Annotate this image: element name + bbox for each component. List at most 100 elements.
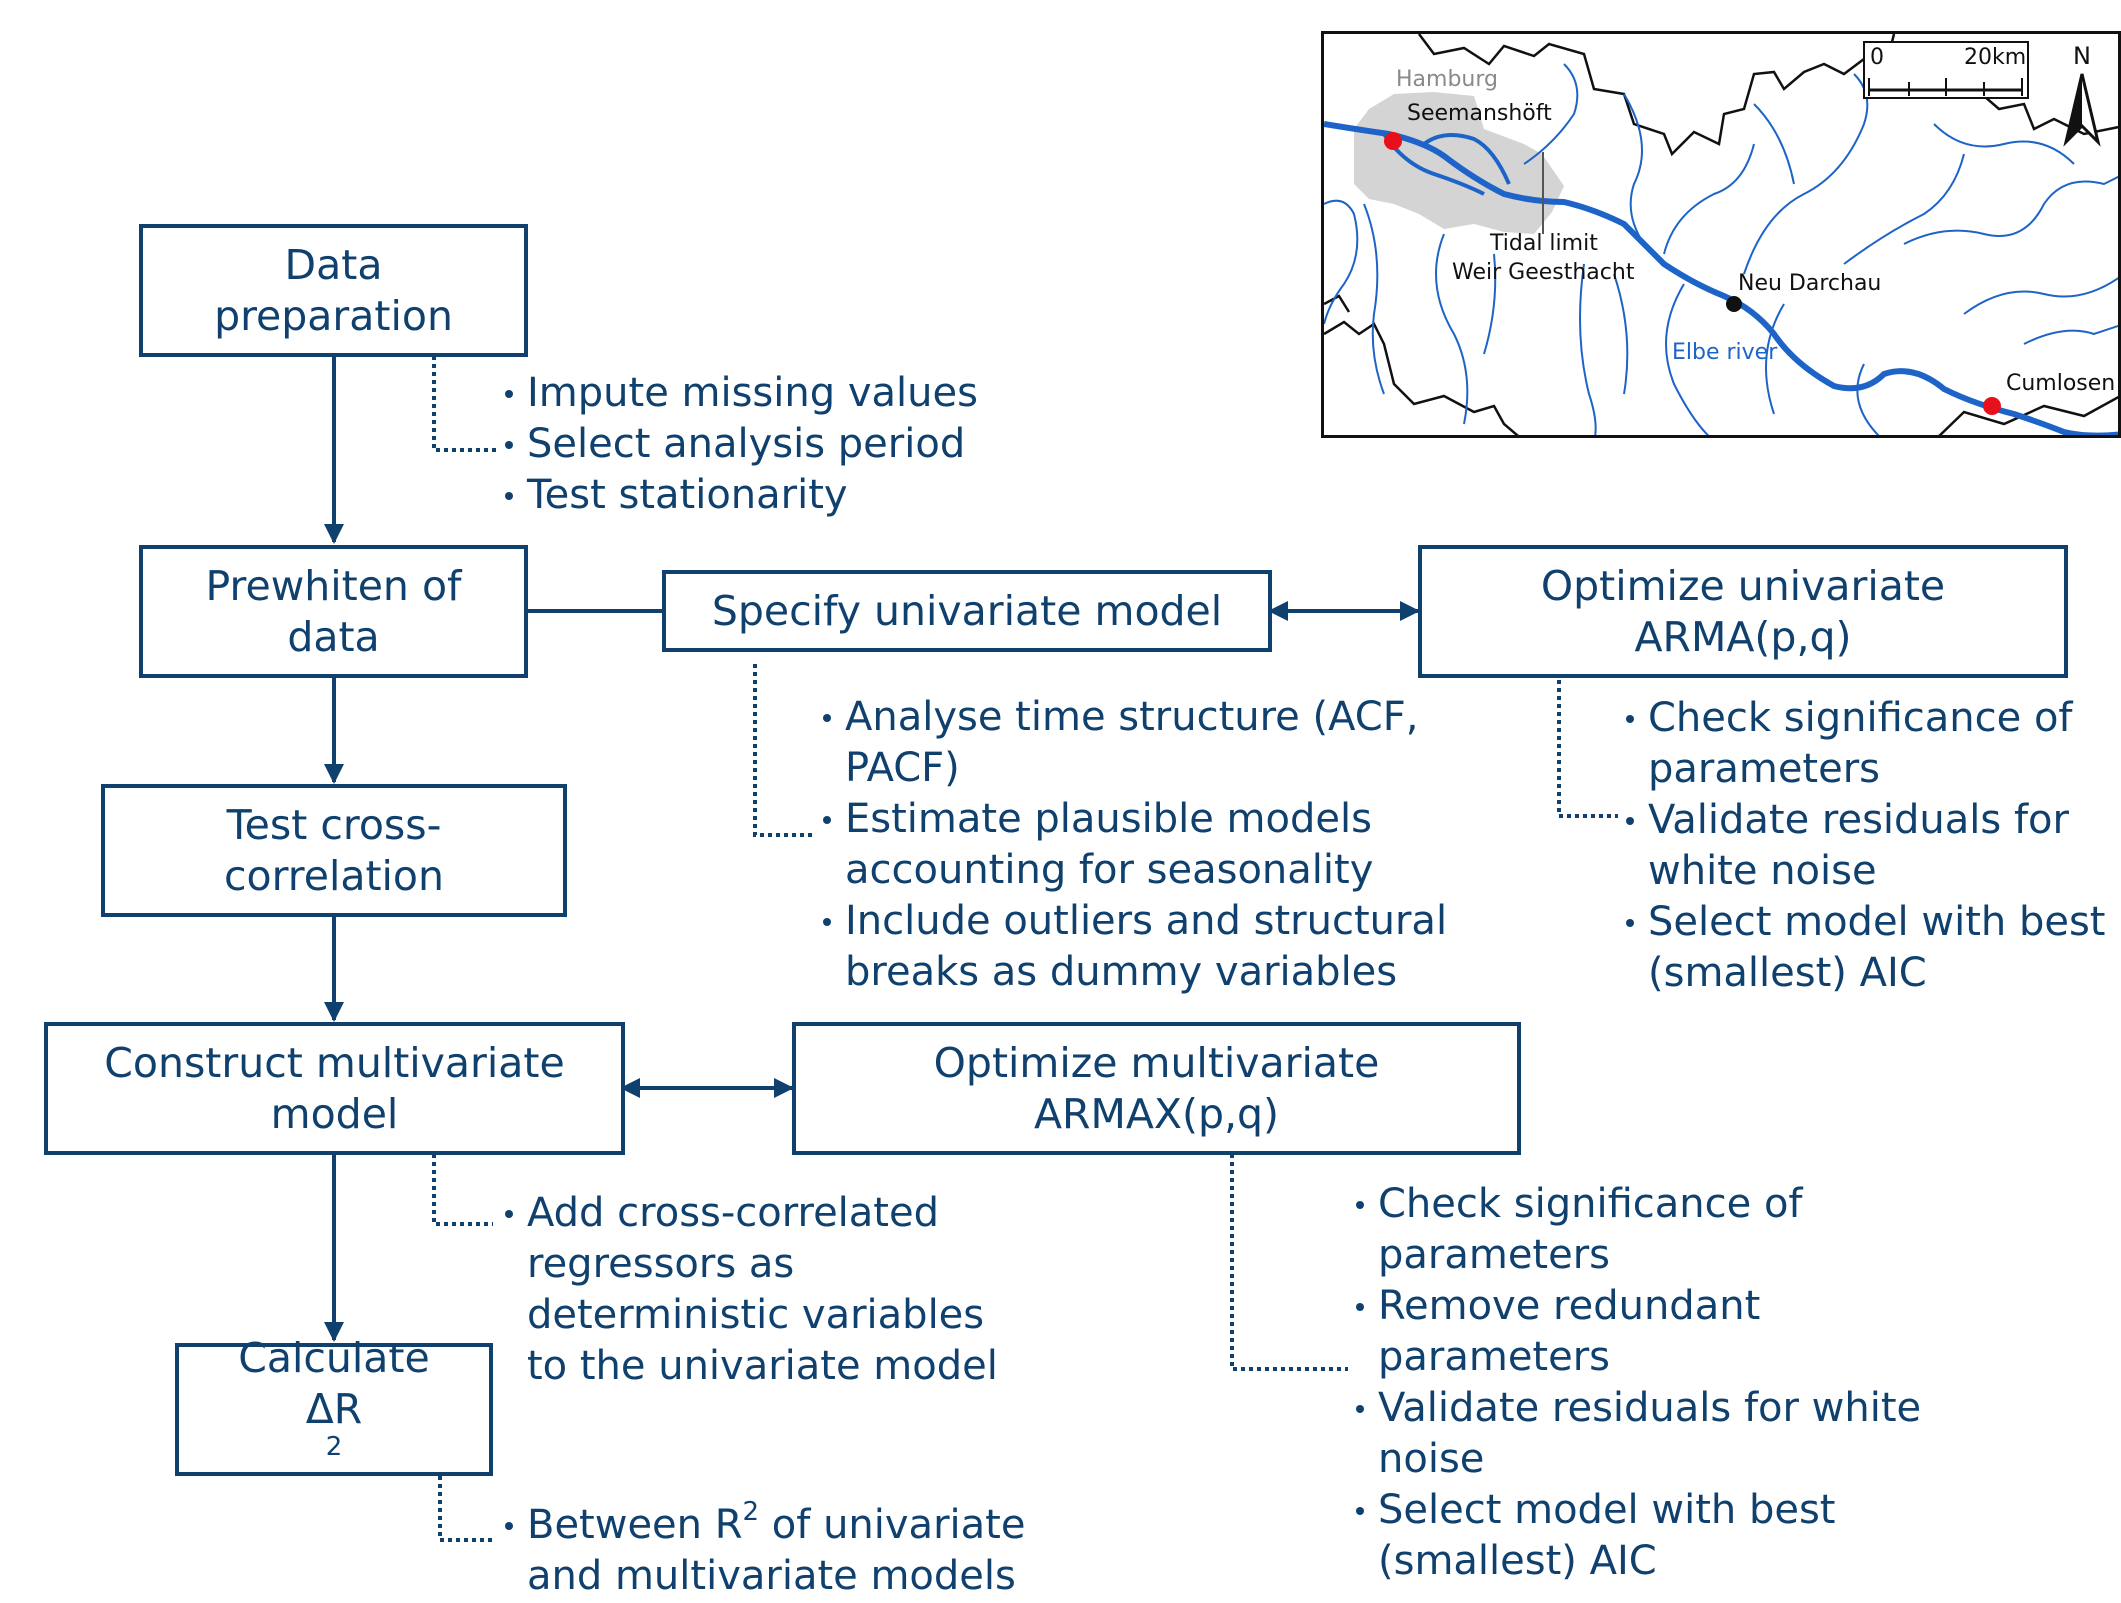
note-text: of univariate bbox=[759, 1502, 1026, 1548]
box-label-line: ARMA(p,q) bbox=[1634, 612, 1852, 661]
elbe-branch bbox=[1422, 133, 1511, 185]
optimize-multivariate-notes: Check significance of parameters Remove r… bbox=[1356, 1179, 1921, 1587]
note-line: Validate residuals for bbox=[1648, 797, 2069, 843]
dotted-connector-construct bbox=[432, 1154, 493, 1226]
box-label-line: model bbox=[270, 1089, 399, 1138]
tributary bbox=[1856, 363, 1880, 435]
note-line: deterministic variables bbox=[527, 1292, 985, 1338]
box-label-line: Data bbox=[284, 240, 383, 289]
tributary bbox=[1753, 103, 1795, 185]
note-item: Check significance of parameters bbox=[1626, 693, 2105, 795]
note-item: Impute missing values bbox=[505, 368, 978, 419]
specify-univariate-box: Specify univariate model bbox=[662, 570, 1272, 652]
note-line: noise bbox=[1378, 1436, 1485, 1482]
test-cross-correlation-box: Test cross-correlation bbox=[101, 784, 567, 917]
tributary bbox=[1623, 93, 1645, 245]
seemanshoeft-label: Seemanshöft bbox=[1407, 101, 1552, 126]
tributary bbox=[1663, 143, 1755, 255]
scale-bar: 0 20km bbox=[1863, 41, 2029, 99]
note-line: to the univariate model bbox=[527, 1343, 998, 1389]
map-canvas: Hamburg Seemanshöft Tidal limit Weir Gee… bbox=[1324, 34, 2118, 435]
scale-end-label: 20km bbox=[1964, 45, 2026, 70]
note-item: Analyse time structure (ACF, PACF) bbox=[823, 692, 1447, 794]
north-arrow: N bbox=[2063, 42, 2101, 147]
note-line: regressors as bbox=[527, 1241, 795, 1287]
note-item: Estimate plausible models accounting for … bbox=[823, 794, 1447, 896]
box-label-line: ARMAX(p,q) bbox=[1033, 1089, 1280, 1138]
note-line: parameters bbox=[1648, 746, 1881, 792]
tributary bbox=[1613, 273, 1629, 395]
note-line: white noise bbox=[1648, 848, 1877, 894]
dotted-connector-specify bbox=[753, 664, 816, 837]
construct-multivariate-notes: Add cross-correlated regressors as determi… bbox=[505, 1188, 998, 1392]
box-label-line: Prewhiten of bbox=[205, 561, 462, 610]
border-line bbox=[1418, 34, 1896, 157]
tributary bbox=[1523, 63, 1579, 165]
note-line: Include outliers and structural bbox=[845, 898, 1448, 944]
tributary bbox=[1765, 303, 1785, 415]
note-line: (smallest) AIC bbox=[1378, 1538, 1657, 1584]
tributary bbox=[1903, 175, 2118, 245]
note-item: Select analysis period bbox=[505, 419, 978, 470]
tributary bbox=[1963, 276, 2118, 315]
box-label-line: Calculate bbox=[238, 1334, 430, 1382]
elbe-map-inset: Hamburg Seemanshöft Tidal limit Weir Gee… bbox=[1321, 31, 2121, 438]
note-line: PACF) bbox=[845, 745, 960, 791]
note-item: Check significance of parameters bbox=[1356, 1179, 1921, 1281]
note-item: Include outliers and structural breaks as… bbox=[823, 896, 1447, 998]
note-line: accounting for seasonality bbox=[845, 847, 1374, 893]
note-line: Analyse time structure (ACF, bbox=[845, 694, 1419, 740]
specify-univariate-notes: Analyse time structure (ACF, PACF) Estima… bbox=[823, 692, 1447, 998]
box-label-line: data bbox=[287, 612, 380, 661]
neu-darchau-label: Neu Darchau bbox=[1738, 271, 1881, 296]
note-line: Select model with best bbox=[1648, 899, 2106, 945]
weir-geesthacht-label: Weir Geesthacht bbox=[1452, 260, 1635, 285]
optimize-univariate-notes: Check significance of parameters Validate… bbox=[1626, 693, 2105, 999]
tributary bbox=[1933, 123, 2075, 165]
note-line: breaks as dummy variables bbox=[845, 949, 1398, 995]
tributary bbox=[1435, 233, 1469, 425]
neu-darchau-gauge bbox=[1726, 296, 1742, 312]
tributary bbox=[1665, 283, 1710, 435]
dotted-connector-calculate bbox=[438, 1476, 494, 1542]
cumlosen-label: Cumlosen bbox=[2006, 371, 2115, 396]
note-item: Test stationarity bbox=[505, 470, 978, 521]
border-line bbox=[1324, 294, 1351, 313]
dotted-connector-optimize-univariate bbox=[1557, 680, 1618, 818]
tributary bbox=[2023, 324, 2118, 345]
note-line: Add cross-correlated bbox=[527, 1190, 939, 1236]
north-arrow-fill bbox=[2066, 74, 2082, 142]
note-line: and multivariate models bbox=[527, 1553, 1016, 1599]
note-line: Check significance of bbox=[1378, 1181, 1803, 1227]
note-line: Select model with best bbox=[1378, 1487, 1836, 1533]
box-label-line: Specify univariate model bbox=[711, 586, 1223, 635]
north-label: N bbox=[2073, 42, 2091, 70]
box-label-line: Optimize multivariate bbox=[933, 1038, 1380, 1087]
data-preparation-notes: Impute missing values Select analysis pe… bbox=[505, 368, 978, 521]
seemanshoeft-station bbox=[1384, 132, 1402, 150]
box-label-line: Test cross- bbox=[226, 800, 442, 849]
superscript-2: 2 bbox=[742, 1496, 760, 1527]
tidal-limit-label: Tidal limit bbox=[1489, 231, 1598, 256]
tributaries bbox=[1324, 63, 2118, 435]
note-line: Estimate plausible models bbox=[845, 796, 1372, 842]
superscript-2: 2 bbox=[325, 1432, 343, 1463]
border-line bbox=[1324, 320, 1519, 435]
dotted-connector-prep bbox=[432, 356, 498, 452]
note-item: Validate residuals for white noise bbox=[1626, 795, 2105, 897]
note-line: Check significance of bbox=[1648, 695, 2073, 741]
note-item: Add cross-correlated regressors as determi… bbox=[505, 1188, 998, 1392]
note-line: parameters bbox=[1378, 1232, 1611, 1278]
box-label-line: correlation bbox=[224, 851, 444, 900]
